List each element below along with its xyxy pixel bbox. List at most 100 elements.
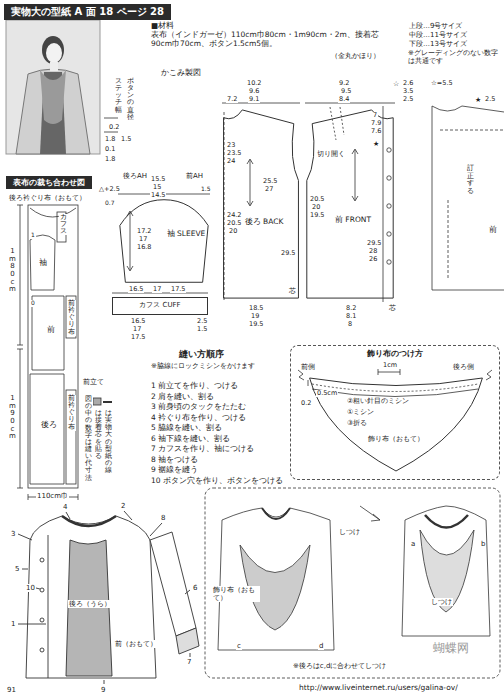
dimension-label: 20 <box>228 228 238 235</box>
dimension-label: 25.5 <box>262 178 278 185</box>
note-text: ■材料 <box>150 22 175 31</box>
note-text: しつけ <box>338 528 361 536</box>
dimension-label: 24 <box>226 158 236 165</box>
pattern-detail <box>440 130 504 280</box>
note-text: ②粗い針目のミシン <box>346 397 410 405</box>
dimension-label: 8.2 <box>345 305 357 312</box>
dimension-label: 2.5 <box>196 318 208 325</box>
watermark: 蝴蝶网 <box>432 642 470 656</box>
note-text: 芯 <box>388 305 397 312</box>
note-text: ★ <box>372 140 380 148</box>
note-text: 5 脇線を縫い、割る <box>150 424 288 433</box>
dimension-label: 18.5 <box>248 305 264 312</box>
cutting-layout <box>17 205 23 488</box>
cutting-layout <box>30 235 55 290</box>
finishing-figures <box>402 506 490 636</box>
note-text: 袖 <box>38 258 48 267</box>
jacket-illustration <box>26 516 156 678</box>
dimension-label: 1m80cm <box>8 248 17 294</box>
dimension-label: 9.6 <box>248 88 260 95</box>
finishing-figures <box>205 488 500 678</box>
note-text: は実物大の型紙の線 <box>104 410 113 474</box>
dimension-label: 2.5 <box>484 96 496 103</box>
dimension-label: 17.5 <box>130 334 146 341</box>
pattern-detail <box>387 232 391 236</box>
jacket-illustration <box>176 628 199 654</box>
dimension-label: 1 <box>30 232 36 239</box>
note-text: 後ろ <box>40 420 58 429</box>
pattern-piece: 袖 SLEEVE <box>118 198 210 284</box>
note-text: 芯 <box>288 288 297 295</box>
cutting-layout <box>30 374 64 484</box>
pattern-detail <box>104 103 504 302</box>
dimension-label: 20.5 <box>309 196 325 203</box>
dimension-label: 26 <box>368 256 378 263</box>
dimension-label: 8.1 <box>345 313 357 320</box>
jacket-illustration <box>40 558 44 562</box>
dimension-label: 7.6 <box>370 128 382 135</box>
model-photo <box>16 69 90 154</box>
dimension-label: 7.2 <box>226 96 238 103</box>
note-text: 図の中の数字は縫い代寸法 <box>84 396 93 482</box>
dimension-label: 1.5 <box>120 136 132 143</box>
dimension-label: 17 <box>152 286 162 293</box>
note-text: 前衿ぐり布 <box>67 300 76 336</box>
note-text: 1 前立てを作り、つける <box>150 382 288 391</box>
dimension-label: 17 <box>132 326 142 333</box>
callout-number: 5 <box>14 565 20 573</box>
callout-number: 1 <box>10 620 16 628</box>
pattern-detail <box>330 107 344 140</box>
pattern-detail <box>387 260 391 264</box>
note-text: は接着芯を貼る <box>94 410 103 460</box>
finishing-figures <box>360 506 380 521</box>
pattern-piece: 後ろ BACK <box>222 106 300 302</box>
dimension-label: 24.2 <box>226 212 242 219</box>
jacket-illustration <box>66 540 112 676</box>
dimension-label: 3.5 <box>402 88 414 95</box>
note-text: しつけ <box>430 598 453 606</box>
note-text: ★ <box>474 96 482 104</box>
note-text: 中段…11号サイズ <box>408 31 468 39</box>
dimension-label: 0.2 <box>300 400 312 407</box>
dimension-label: 10.2 <box>246 80 262 87</box>
note-text: 前衿ぐり布 <box>67 395 76 431</box>
pattern-detail <box>387 176 391 180</box>
note-text: b <box>480 540 486 548</box>
dimension-label: 14.5 <box>150 192 166 199</box>
cutting-layout <box>17 205 112 500</box>
decoration-detail <box>298 369 492 397</box>
note-text: 3 前身頃のタックをたたむ <box>150 403 288 412</box>
note-text: 切り開く <box>316 150 346 158</box>
decoration-detail <box>378 369 400 375</box>
dimension-label: 15 <box>152 184 162 191</box>
callout-number: 6 <box>192 584 198 592</box>
dimension-label: 0.5cm <box>316 390 338 397</box>
dimension-label: 19.5 <box>309 212 325 219</box>
jacket-illustration <box>40 648 44 652</box>
callout-number: 10 <box>25 584 36 592</box>
note-text: 2 肩を縫い、割る <box>150 393 288 402</box>
note-text: ステッチ幅 <box>114 78 123 114</box>
model-photo <box>6 20 100 154</box>
note-text: ☆ <box>392 80 400 88</box>
dimension-label: 8 <box>347 321 353 328</box>
dimension-label: 1.8 <box>104 156 116 163</box>
model-photo <box>46 43 62 63</box>
dimension-label: 29.5 <box>280 250 296 257</box>
dimension-label: 17.5 <box>170 286 186 293</box>
dimension-label: 17 <box>138 236 148 243</box>
note-text: 前側 <box>300 363 316 371</box>
dimension-label: △+2.5 <box>98 186 121 193</box>
section-title: 表布の裁ち合わせ図 <box>12 178 86 187</box>
cutting-layout <box>93 398 101 405</box>
note-text: 前立て <box>82 378 105 386</box>
dimension-label: 19.5 <box>248 321 264 328</box>
jacket-illustration <box>18 511 190 684</box>
title-text: 実物大の型紙 A 面 18 ページ 28 <box>10 6 165 18</box>
model-photo <box>6 20 100 154</box>
note-text: ※後ろはc,dに合わせてしつけ <box>292 662 387 670</box>
note-text: （金丸かほり） <box>330 52 381 60</box>
note-text: 7 カフスを作り、袖につける <box>150 445 288 454</box>
callout-number: 3 <box>10 530 16 538</box>
piece-outline <box>224 110 299 298</box>
